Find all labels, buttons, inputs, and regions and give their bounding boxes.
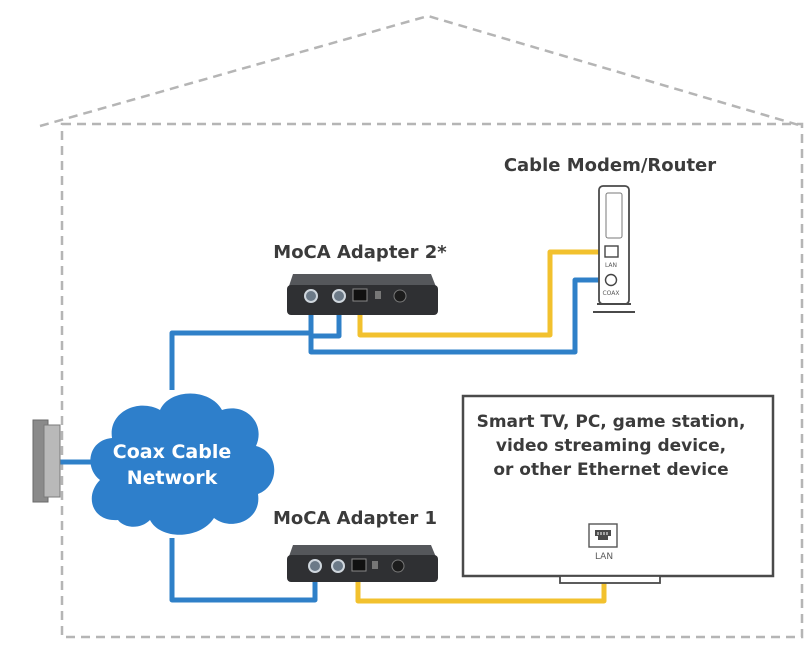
device-label-line3: or other Ethernet device [493,460,728,480]
adapter-1-label: MoCA Adapter 1 [273,508,437,529]
coax-cable-network-cloud: Coax Cable Network [90,393,275,535]
house-walls [60,122,804,639]
modem-lan-label: LAN [605,262,617,269]
adapter-1-coax-out-port [331,559,345,573]
coax-cables [60,277,605,603]
coax-cloud-to-adapter2 [169,298,314,390]
adapter-1-button [372,561,378,569]
adapter-2-power-port [393,289,407,303]
wall-coax-outlet-icon [32,419,61,503]
house-roof [39,14,803,128]
coax-cloud-to-adapter1 [169,538,318,603]
cloud-label-line2: Network [127,467,218,489]
adapter-1-power-port [391,559,405,573]
modem-coax-port [604,273,618,287]
coax-adapter2-to-modem [308,277,605,355]
device-label-line1: Smart TV, PC, game station, [477,412,746,432]
adapter-2-coax-out-port [332,289,346,303]
adapter-2-label: MoCA Adapter 2* [273,242,447,263]
adapter-1-coax-in-port [308,559,322,573]
cloud-label-line1: Coax Cable [113,441,231,463]
adapter-2-button [375,291,381,299]
cable-modem-router: Cable Modem/Router LAN COAX [504,155,716,313]
tv-screen [461,394,775,578]
ethernet-port-icon [588,523,618,548]
modem-lan-port [604,245,619,258]
modem-face-panel [605,192,623,239]
device-label-line2: video streaming device, [496,436,726,456]
adapter-1-ethernet-port [351,558,367,572]
tv-stand [559,575,661,584]
moca-adapter-1: MoCA Adapter 1 [273,508,438,582]
ethernet-adapter2-to-modem [357,249,605,338]
house-outline [39,14,804,639]
ethernet-device-tv: Smart TV, PC, game station, video stream… [461,394,775,584]
cloud-shape [90,393,275,535]
tv-lan-label: LAN [595,552,613,562]
modem-coax-label: COAX [602,290,619,297]
adapter-2-coax-in-port [304,289,318,303]
adapter-2-ethernet-port [352,288,368,302]
modem-router-label: Cable Modem/Router [504,155,716,176]
moca-adapter-2: MoCA Adapter 2* [273,242,447,315]
